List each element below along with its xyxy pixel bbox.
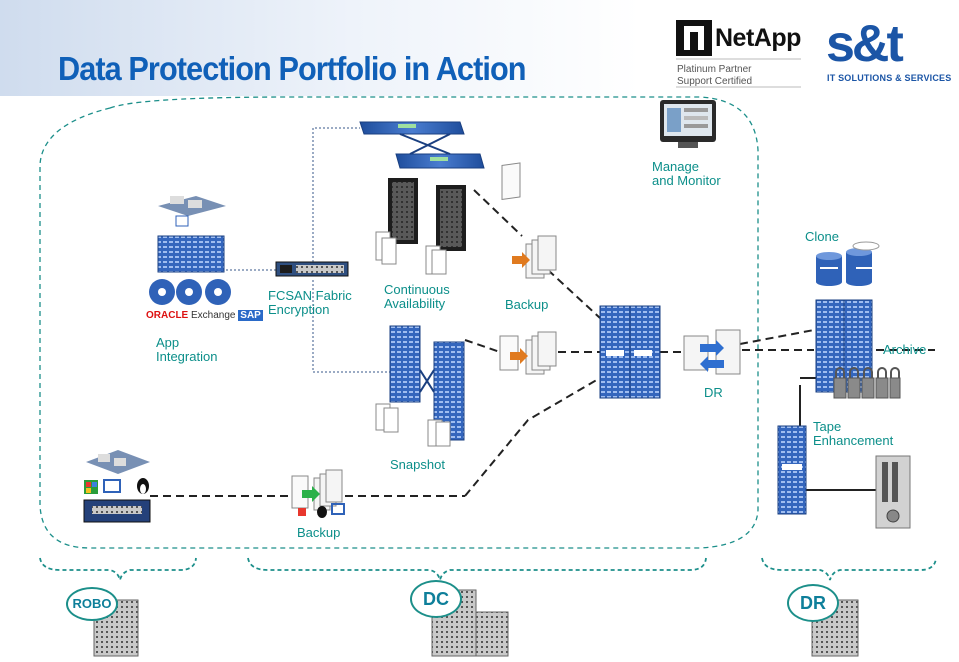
sap-logo: SAP <box>238 310 263 321</box>
page-title: Data Protection Portfolio in Action <box>58 50 527 87</box>
label-fcsan-line1: FCSAN Fabric <box>268 288 352 303</box>
dc-boundary <box>39 96 759 549</box>
label-fcsan: FCSAN Fabric Encryption <box>268 289 352 317</box>
app-logo-row: ORACLE Exchange SAP <box>146 310 263 321</box>
tape-library <box>875 455 911 529</box>
black-server-1 <box>375 178 418 265</box>
oracle-logo: ORACLE <box>146 310 189 321</box>
label-backup-top: Backup <box>505 297 549 312</box>
header-band <box>0 0 640 96</box>
central-storage <box>599 305 661 399</box>
label-manage-line2: and Monitor <box>652 173 721 188</box>
top-appliance-1 <box>359 121 465 135</box>
appliance-cross <box>399 133 451 155</box>
netapp-logo-text: NetApp <box>715 24 801 52</box>
dr-storage <box>815 299 901 399</box>
dr-brace <box>761 557 937 581</box>
site-tag-robo: ROBO <box>66 587 118 621</box>
partner-line-2: Support Certified <box>677 76 753 87</box>
st-logo-tagline: IT SOLUTIONS & SERVICES <box>827 73 952 83</box>
monitor <box>660 100 716 148</box>
top-appliance-2 <box>395 153 485 169</box>
netapp-logo-icon <box>676 20 712 56</box>
app-gears <box>149 279 231 305</box>
partner-underline <box>676 58 801 88</box>
label-app-line2: Integration <box>156 349 218 364</box>
backup-mid-files <box>499 331 557 375</box>
label-fcsan-line2: Encryption <box>268 302 330 317</box>
fcsan-switch <box>275 261 349 277</box>
label-dr-mid: DR <box>704 385 723 400</box>
robo-backup-files <box>291 469 345 518</box>
label-continuous-line1: Continuous <box>384 282 450 297</box>
tape-server <box>777 425 807 515</box>
backup-top-files <box>501 162 557 279</box>
robo-stack <box>83 450 151 523</box>
label-manage-line1: Manage <box>652 159 699 174</box>
label-tape: Tape Enhancement <box>813 420 893 448</box>
label-archive: Archive <box>883 342 927 357</box>
label-tape-line2: Enhancement <box>813 433 894 448</box>
st-logo-text: s&t <box>826 15 904 73</box>
storage-pair <box>375 325 465 447</box>
label-clone: Clone <box>805 229 839 244</box>
dr-sync-files <box>683 329 741 375</box>
exchange-logo: Exchange <box>191 310 236 321</box>
app-server-stack <box>157 196 226 273</box>
dc-building <box>431 589 509 657</box>
fc-links <box>226 127 390 373</box>
black-server-2 <box>425 185 466 275</box>
label-backup-bottom: Backup <box>297 525 341 540</box>
label-manage-monitor: Manage and Monitor <box>652 160 721 188</box>
label-app-line1: App <box>156 335 180 350</box>
label-continuous: Continuous Availability <box>384 283 450 311</box>
label-app-integration: App Integration <box>156 336 217 364</box>
partner-line-1: Platinum Partner <box>677 64 752 75</box>
partner-certification: Platinum Partner Support Certified <box>677 64 752 88</box>
label-snapshot: Snapshot <box>390 457 445 472</box>
label-continuous-line2: Availability <box>384 296 446 311</box>
site-tag-dr: DR <box>787 584 839 622</box>
dc-brace <box>247 557 707 581</box>
replication-links <box>150 189 935 497</box>
robo-os-icons <box>84 478 149 494</box>
site-tag-dc: DC <box>410 580 462 618</box>
robo-brace <box>39 557 197 581</box>
label-tape-line1: Tape <box>813 419 842 434</box>
clone-disks <box>816 241 880 286</box>
